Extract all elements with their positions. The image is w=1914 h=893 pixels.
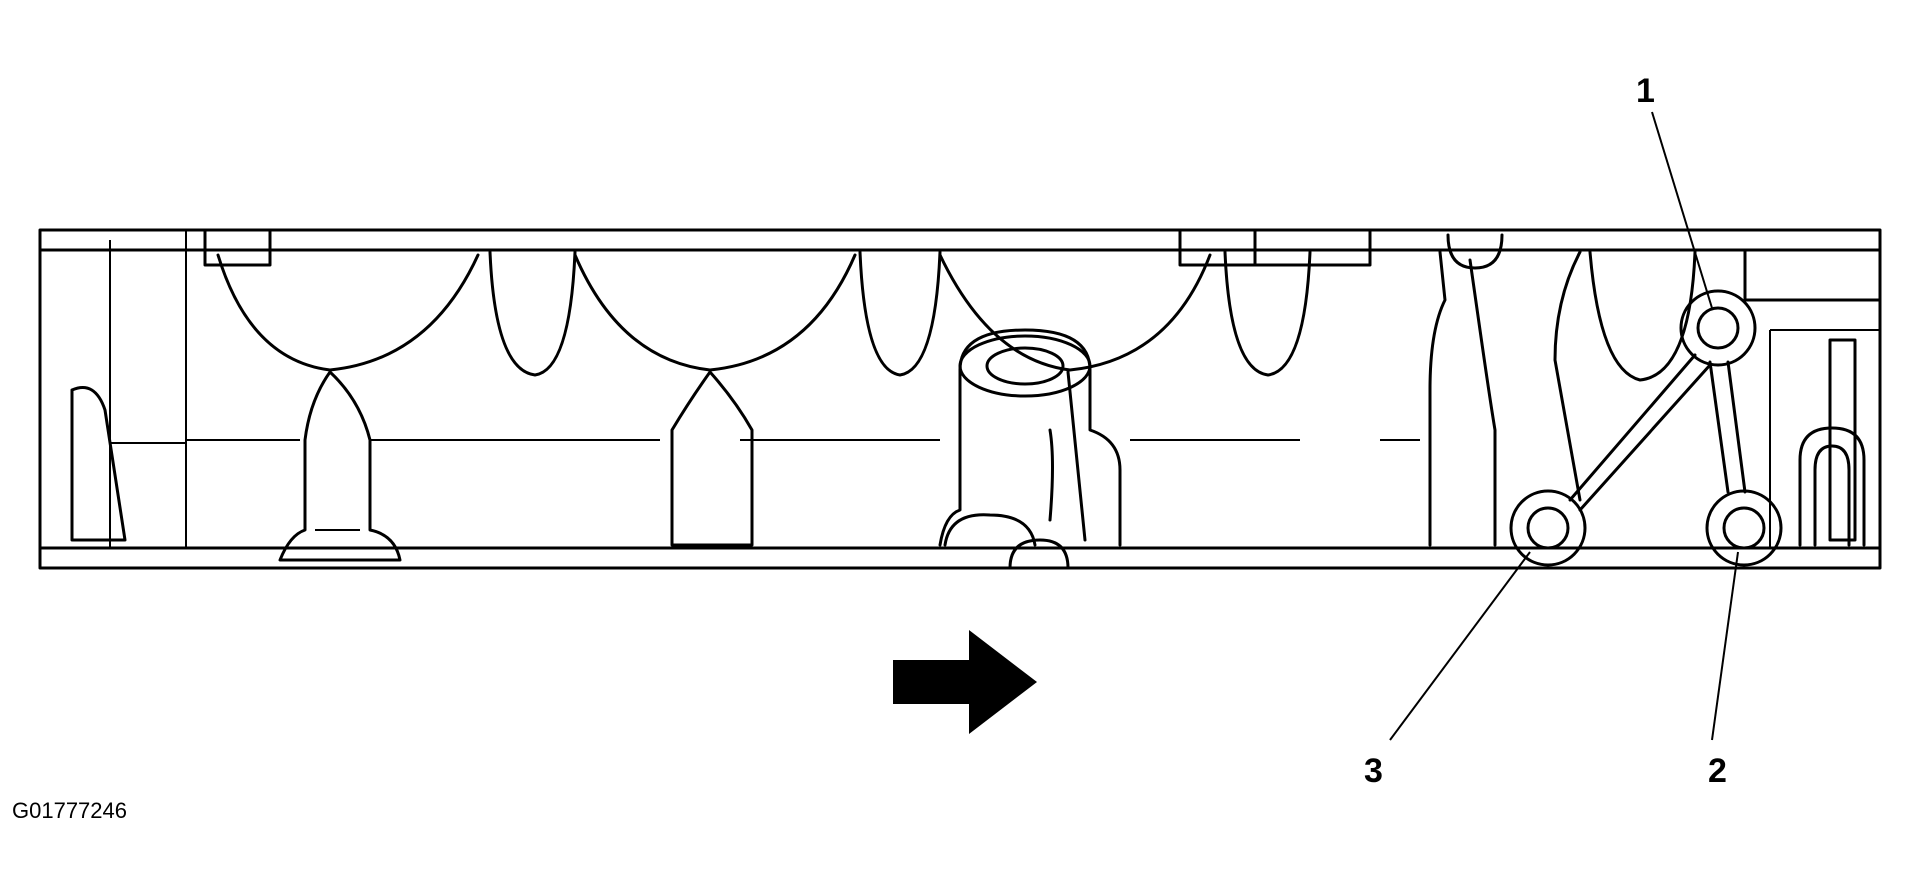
bolt-lower-left <box>1509 489 1587 567</box>
callout-label-1: 1 <box>1636 72 1655 110</box>
bolt-rib <box>1568 353 1747 512</box>
callout-label-2: 2 <box>1708 752 1727 790</box>
spark-plug-towers <box>278 250 1582 562</box>
cylinder-head-body <box>38 228 1882 570</box>
bolt-upper-right <box>1679 289 1757 367</box>
callout-leaders <box>1389 111 1739 741</box>
callout-label-3: 3 <box>1364 752 1383 790</box>
arrow-right-icon <box>893 630 1037 734</box>
combustion-chambers <box>216 250 1697 382</box>
figure-code: G01777246 <box>12 798 127 823</box>
center-boss <box>938 328 1122 570</box>
